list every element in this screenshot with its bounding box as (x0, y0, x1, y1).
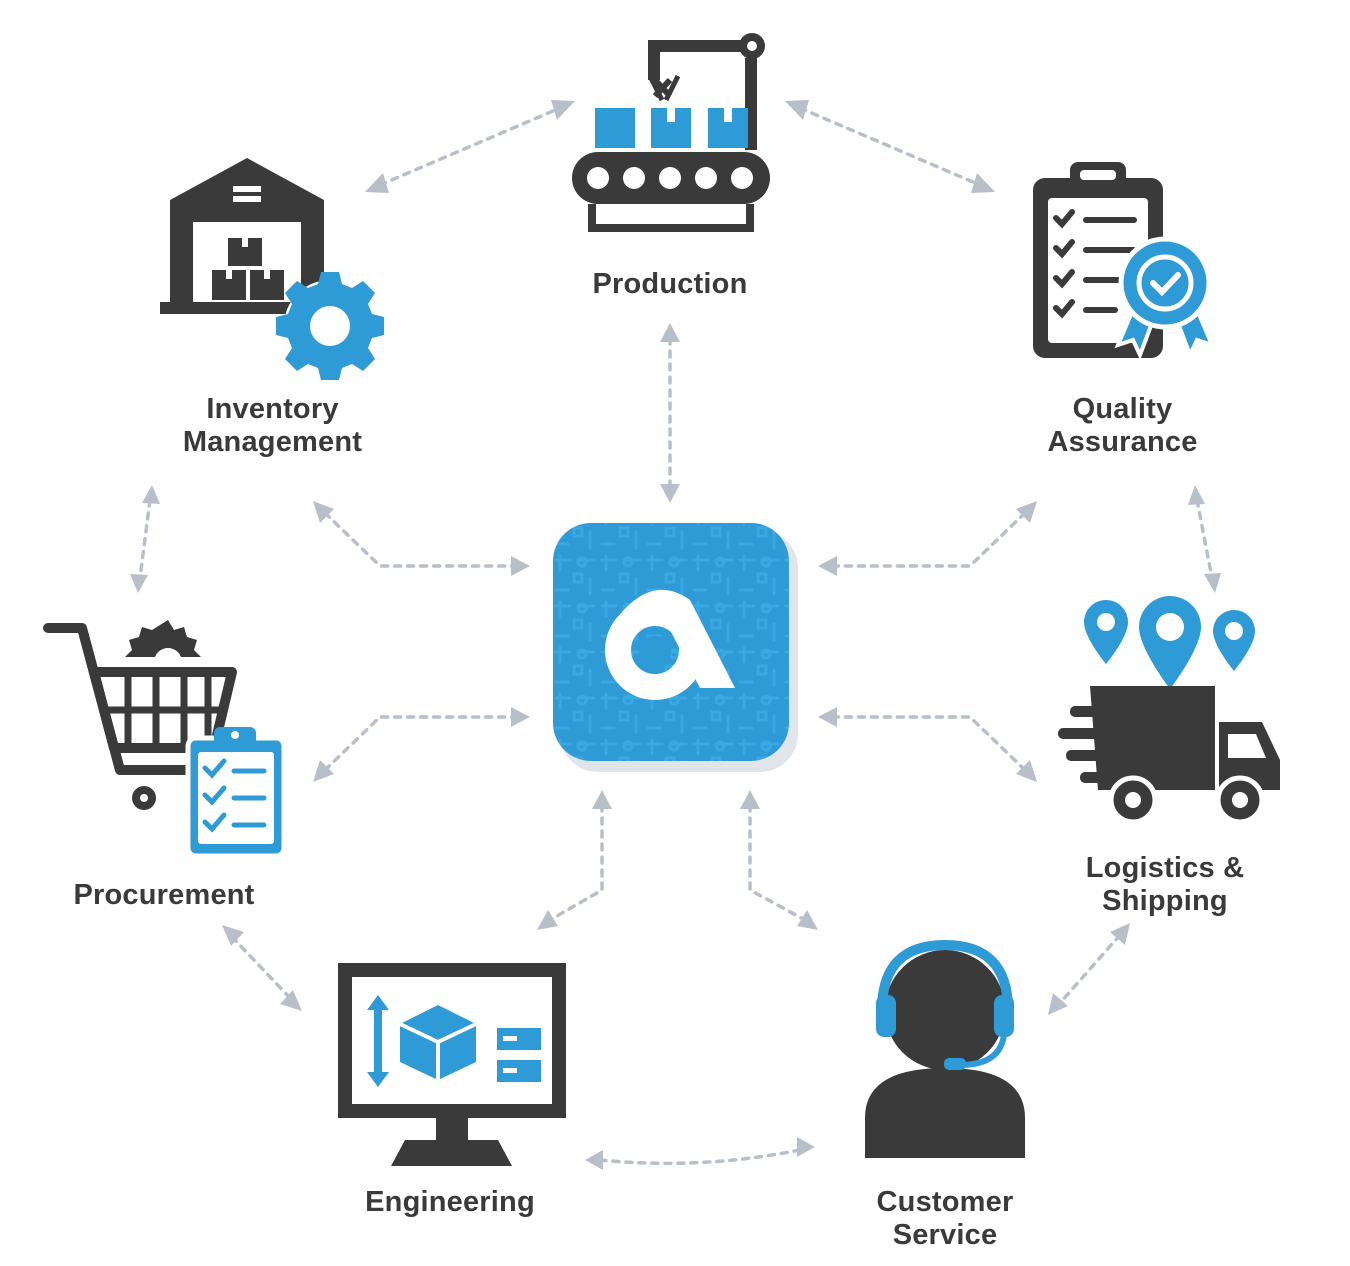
connector-arrows (138, 106, 1214, 1166)
warehouse-gear-icon (160, 158, 384, 380)
production-label-line1: Production (592, 268, 748, 300)
arrow-hub-logistics (833, 715, 1027, 772)
clipboard-badge-icon (1033, 162, 1216, 361)
inventory-label-line1: Inventory (206, 393, 339, 425)
shopping-cart-checklist-icon (43, 620, 287, 859)
inventory-label-line2: Management (182, 426, 363, 458)
engineering-label: Engineering (340, 1186, 560, 1219)
customer-label: Customer Service (845, 1186, 1045, 1252)
arrow-customer-engineering (598, 1148, 802, 1166)
arrow-hub-engineering (548, 803, 604, 922)
arrow-logistics-customer (1058, 933, 1122, 1005)
arrow-hub-quality (833, 511, 1027, 568)
procurement-label-line1: Procurement (73, 879, 255, 911)
headset-agent-icon (865, 939, 1025, 1158)
conveyor-belt-icon (572, 33, 770, 232)
customer-label-line1: Customer (876, 1186, 1014, 1218)
cad-monitor-icon (338, 963, 566, 1166)
arrow-hub-procurement (323, 715, 514, 772)
quality-label: Quality Assurance (1025, 393, 1220, 459)
procurement-label: Procurement (50, 879, 278, 912)
logistics-label-line1: Logistics & (1085, 852, 1245, 884)
arrow-procurement-inventory (138, 498, 152, 580)
delivery-truck-icon (1058, 596, 1280, 825)
logistics-label: Logistics & Shipping (1065, 852, 1265, 918)
quality-label-line2: Assurance (1047, 426, 1198, 458)
logistics-label-line2: Shipping (1102, 885, 1228, 917)
arrow-hub-inventory (323, 511, 514, 568)
quality-label-line1: Quality (1072, 393, 1173, 425)
engineering-label-line1: Engineering (365, 1186, 535, 1218)
arrow-production-quality (798, 106, 982, 187)
arrow-inventory-production (378, 106, 562, 187)
customer-label-line2: Service (892, 1219, 998, 1251)
arrow-quality-logistics (1195, 498, 1214, 580)
arrow-engineering-procurement (230, 935, 294, 1002)
inventory-label: Inventory Management (150, 393, 395, 459)
arrow-hub-customer (748, 803, 807, 922)
production-label: Production (570, 268, 770, 301)
hub-logo-tile (553, 523, 798, 772)
arrow-heads (130, 100, 1221, 1170)
brand-logo-icon (605, 589, 735, 700)
